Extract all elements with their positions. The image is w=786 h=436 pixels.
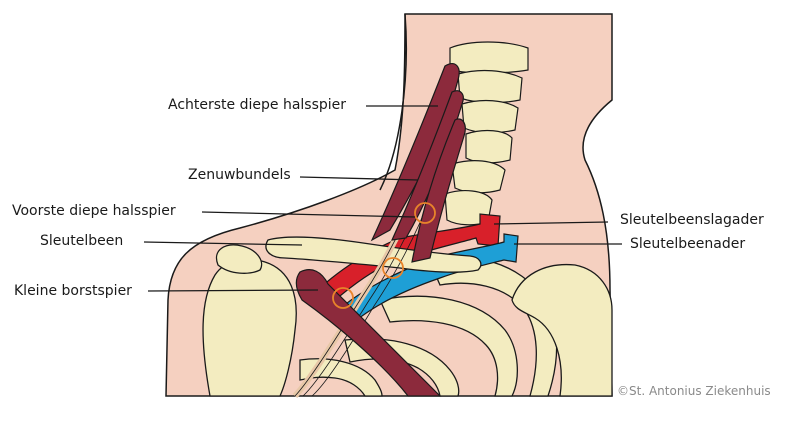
label-pectoralis-minor: Kleine borstspier	[14, 283, 132, 299]
label-nerve-bundles: Zenuwbundels	[188, 167, 291, 183]
label-subclavian-vein: Sleutelbeenader	[630, 236, 745, 252]
scapula	[203, 259, 296, 396]
label-anterior-scalene: Voorste diepe halsspier	[12, 203, 176, 219]
label-subclavian-artery: Sleutelbeenslagader	[620, 212, 764, 228]
label-posterior-scalene: Achterste diepe halsspier	[168, 97, 346, 113]
label-clavicle: Sleutelbeen	[40, 233, 123, 249]
copyright-notice: ©St. Antonius Ziekenhuis	[617, 384, 771, 398]
